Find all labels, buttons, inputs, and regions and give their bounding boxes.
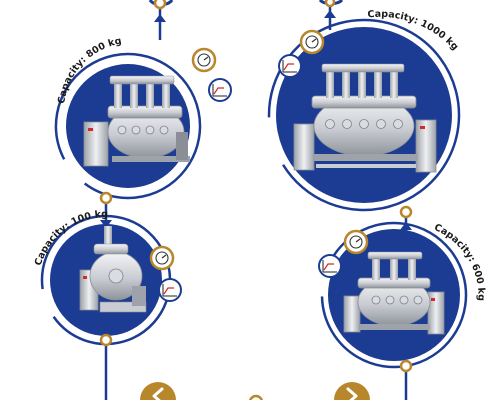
machine-600[interactable]: Capacity: 600 kg xyxy=(296,197,493,394)
mixer-machine-image xyxy=(79,226,147,313)
outer-ring xyxy=(54,52,202,200)
outer-ring xyxy=(320,221,468,369)
pressure-gauge-badge[interactable] xyxy=(343,229,369,255)
connection-node xyxy=(399,205,413,219)
chevron-right-icon xyxy=(346,387,358,400)
pressure-gauge-needle xyxy=(203,56,209,61)
graph-curve xyxy=(283,63,294,71)
prev-button[interactable] xyxy=(140,382,176,400)
pressure-gauge-icon xyxy=(349,235,363,249)
arrow-up-icon xyxy=(324,10,336,18)
pressure-gauge-badge[interactable] xyxy=(299,29,325,55)
carousel-navigation xyxy=(140,382,370,400)
connection-node xyxy=(99,191,113,205)
pressure-gauge-needle xyxy=(161,254,167,259)
outer-ring xyxy=(40,214,172,346)
pressure-gauge-badge[interactable] xyxy=(149,245,175,271)
pressure-gauge-needle xyxy=(355,238,361,243)
temperature-graph-badge[interactable] xyxy=(278,54,302,78)
arrow-up-icon xyxy=(400,222,412,230)
partial-circle-top-right xyxy=(318,0,344,8)
graph-curve xyxy=(213,87,224,95)
mixer-machine-image xyxy=(83,75,190,167)
temperature-graph-badge[interactable] xyxy=(208,78,232,102)
pressure-gauge-icon xyxy=(155,251,169,265)
connection-node xyxy=(399,359,413,373)
temperature-graph-badge[interactable] xyxy=(158,278,182,302)
arrow-up-icon xyxy=(154,14,166,22)
pressure-gauge-badge[interactable] xyxy=(191,47,217,73)
center-node xyxy=(249,394,263,400)
mixer-machine-image xyxy=(343,251,445,335)
graph-curve xyxy=(323,263,334,271)
chevron-left-icon xyxy=(152,387,164,400)
mixer-machine-image xyxy=(293,63,437,173)
outer-ring xyxy=(267,18,461,212)
temperature-graph-badge[interactable] xyxy=(318,254,342,278)
connection-node xyxy=(99,333,113,347)
machine-800[interactable]: Capacity: 800 kg xyxy=(45,36,232,210)
graph-curve xyxy=(163,287,174,295)
pressure-gauge-icon xyxy=(197,53,211,67)
next-button[interactable] xyxy=(334,382,370,400)
machine-1000[interactable]: Capacity: 1000 kg xyxy=(248,0,481,231)
pressure-gauge-needle xyxy=(311,38,317,43)
pressure-gauge-icon xyxy=(305,35,319,49)
partial-circle-top-left xyxy=(148,0,174,10)
